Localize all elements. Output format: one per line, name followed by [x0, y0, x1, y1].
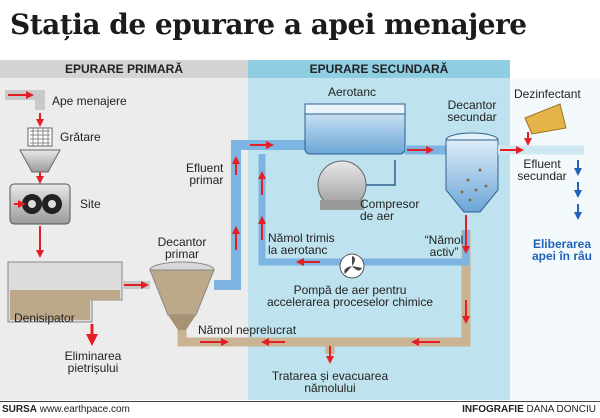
primary-clarifier: [149, 261, 215, 330]
label-decantor-primar-line2: primar: [164, 247, 199, 261]
label-namol-trimis: Nămol trimis la aerotanc: [268, 232, 335, 256]
label-aerotanc: Aerotanc: [328, 85, 377, 99]
footer-source-label: SURSA: [2, 404, 38, 415]
label-eliberarea: Eliberarea apei în râu: [526, 238, 598, 262]
label-namol-trimis-line2: la aerotanc: [268, 243, 328, 257]
label-decantor-secundar-line2: secundar: [447, 110, 497, 124]
label-eliminarea-line1: Eliminarea: [64, 349, 122, 363]
release-panel: [510, 78, 600, 400]
label-pompa-line1: Pompă de aer pentru: [293, 283, 407, 297]
footer-credit: INFOGRAFIE DANA DONCIU: [462, 402, 596, 417]
label-tratarea-line2: nămolului: [304, 381, 356, 395]
page-title: Stația de epurare a apei menajere: [10, 8, 527, 41]
label-decantor-primar-line1: Decantor: [157, 235, 207, 249]
funnel-icon: [19, 149, 61, 184]
footer: SURSA www.earthpace.com INFOGRAFIE DANA …: [0, 401, 600, 418]
air-pump-icon: [339, 253, 365, 279]
section-primary-header: EPURARE PRIMARĂ: [0, 60, 248, 78]
label-eliberarea-line2: apei în râu: [531, 249, 593, 263]
label-compresor: Compresor de aer: [360, 198, 419, 222]
footer-credit-label: INFOGRAFIE: [462, 404, 524, 415]
label-namol-activ-line2: activ”: [429, 245, 459, 259]
label-ape-menajere: Ape menajere: [52, 94, 127, 108]
label-compresor-line2: de aer: [360, 209, 395, 223]
label-compresor-line1: Compresor: [360, 197, 420, 211]
label-pompa-line2: accelerarea proceselor chimice: [266, 295, 434, 309]
label-dezinfectant: Dezinfectant: [514, 87, 581, 101]
grit-chamber: [7, 261, 150, 346]
aeration-tank: [304, 103, 452, 155]
footer-source: SURSA www.earthpace.com: [2, 402, 130, 417]
secondary-clarifier: [445, 132, 584, 213]
label-efluent-secundar: Efluent secundar: [512, 158, 572, 182]
disinfectant-bag: [524, 103, 567, 146]
air-compressor: [317, 160, 396, 210]
label-efluent-primar: Efluent primar: [186, 162, 223, 186]
screens-icon: [9, 183, 71, 258]
label-eliminarea-line2: pietrișului: [67, 361, 119, 375]
label-tratarea: Tratarea și evacuarea nămolului: [270, 370, 390, 394]
label-gratare: Grătare: [60, 130, 101, 144]
label-namol-neprelucrat: Nămol neprelucrat: [198, 323, 297, 337]
section-secondary-header: EPURARE SECUNDARĂ: [248, 60, 510, 78]
label-denisipator: Denisipator: [14, 311, 75, 325]
label-efluent-secundar-line2: secundar: [517, 169, 567, 183]
label-namol-trimis-line1: Nămol trimis: [268, 231, 335, 245]
footer-source-value: www.earthpace.com: [39, 404, 130, 415]
label-decantor-primar: Decantor primar: [150, 236, 214, 260]
footer-credit-value: DANA DONCIU: [526, 404, 596, 415]
label-namol-activ-line1: “Nămol: [424, 233, 464, 247]
label-efluent-primar-line1: Efluent: [186, 161, 224, 175]
sludge-pipe: [177, 230, 471, 364]
grate-icon: [27, 113, 53, 147]
label-decantor-secundar: Decantor secundar: [440, 99, 504, 123]
label-eliberarea-line1: Eliberarea: [532, 237, 592, 251]
label-site: Site: [80, 197, 101, 211]
label-namol-activ: “Nămol activ”: [418, 234, 470, 258]
label-tratarea-line1: Tratarea și evacuarea: [271, 369, 389, 383]
primary-effluent-pipe: [214, 140, 305, 290]
return-sludge-pipe: [258, 154, 470, 266]
inlet-pipe: [5, 90, 45, 110]
label-pompa: Pompă de aer pentru accelerarea procesel…: [262, 284, 438, 308]
label-decantor-secundar-line1: Decantor: [447, 98, 497, 112]
label-eliminarea: Eliminarea pietrișului: [58, 350, 128, 374]
label-efluent-secundar-line1: Efluent: [523, 157, 561, 171]
label-efluent-primar-line2: primar: [189, 173, 224, 187]
